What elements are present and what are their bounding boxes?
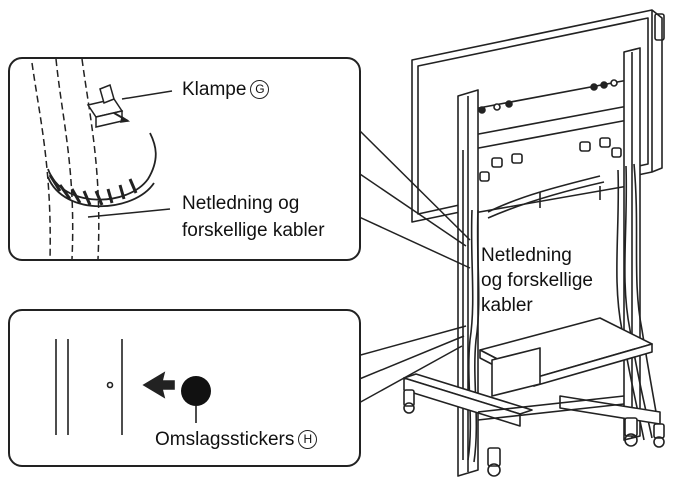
cables-right-label-line1: Netledning	[481, 245, 572, 266]
arrow-left-icon	[142, 371, 175, 399]
stickers-label-text: Omslagsstickers	[155, 429, 295, 450]
clamp-marker: G	[250, 80, 270, 99]
stickers-marker: H	[298, 430, 318, 449]
shelf	[479, 317, 653, 397]
stand-base	[403, 373, 665, 477]
clamp-icon	[86, 83, 131, 128]
cables	[467, 163, 661, 463]
screw-hole-icon	[106, 381, 114, 389]
callout-connectors	[356, 127, 471, 405]
clamp-detail-drawing	[31, 59, 173, 259]
cable-tie-icon	[47, 132, 157, 208]
cables-top-label-line1: Netledning og	[182, 193, 300, 214]
cables-top-label-line2: forskellige kabler	[182, 220, 325, 241]
sticker-detail-drawing	[55, 339, 211, 435]
left-upright	[457, 89, 479, 477]
cables-right-label-line2: og forskellige	[481, 270, 593, 291]
cover-sticker-icon	[181, 376, 211, 406]
clamp-label-text: Klampe	[182, 79, 247, 100]
cables-right-label-line3: kabler	[481, 295, 533, 316]
